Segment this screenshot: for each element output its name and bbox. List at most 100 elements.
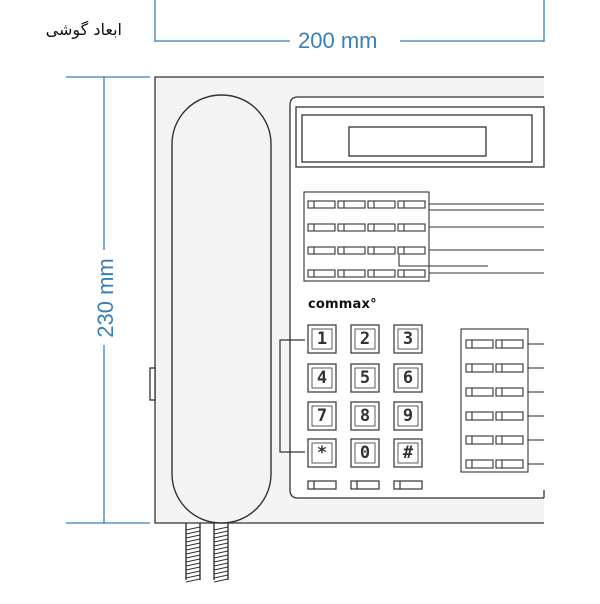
keypad-key[interactable] xyxy=(350,401,380,431)
coil-loop xyxy=(213,558,229,563)
memory-button[interactable] xyxy=(337,200,366,209)
memory-button[interactable] xyxy=(307,200,336,209)
side-button[interactable] xyxy=(465,411,494,421)
keypad-key[interactable] xyxy=(307,438,337,468)
coil-loop xyxy=(185,530,201,535)
coil-loop xyxy=(185,558,201,563)
keypad-key-label: 5 xyxy=(359,368,371,388)
side-button-panel xyxy=(460,328,544,473)
memory-button[interactable] xyxy=(367,223,396,232)
memory-button[interactable] xyxy=(307,223,336,232)
function-button[interactable] xyxy=(350,480,380,490)
coil-loop xyxy=(185,570,201,575)
side-button[interactable] xyxy=(465,459,494,469)
side-button[interactable] xyxy=(495,459,524,469)
coil-loop xyxy=(213,538,229,543)
keypad-key-label: 3 xyxy=(402,329,414,349)
memory-button[interactable] xyxy=(397,269,426,278)
page-title: ابعاد گوشی xyxy=(45,20,122,39)
coil-loop xyxy=(185,538,201,543)
keypad-key[interactable] xyxy=(393,438,423,468)
side-button[interactable] xyxy=(495,411,524,421)
coil-loop xyxy=(185,578,201,583)
display-screen xyxy=(348,126,487,157)
coil-loop xyxy=(185,566,201,571)
keypad-key-label: * xyxy=(316,443,328,463)
keypad-key[interactable] xyxy=(350,363,380,393)
keypad-key[interactable] xyxy=(393,324,423,354)
coil-loop xyxy=(185,534,201,539)
coil-loop xyxy=(185,550,201,555)
memory-button[interactable] xyxy=(397,223,426,232)
coil-loop xyxy=(213,570,229,575)
keypad-key[interactable] xyxy=(307,401,337,431)
side-button[interactable] xyxy=(465,387,494,397)
coil-loop xyxy=(213,574,229,579)
memory-button-panel xyxy=(303,191,544,282)
height-dimension-label: 230 mm xyxy=(93,258,118,338)
function-button[interactable] xyxy=(307,480,337,490)
keypad-key-label: 6 xyxy=(402,368,414,388)
coil-cord xyxy=(185,526,229,583)
function-button[interactable] xyxy=(393,480,423,490)
keypad-key-label: 1 xyxy=(316,329,328,349)
keypad-key[interactable] xyxy=(307,324,337,354)
memory-button[interactable] xyxy=(307,269,336,278)
memory-button[interactable] xyxy=(307,246,336,255)
keypad xyxy=(279,324,423,490)
handset xyxy=(171,94,272,580)
keypad-key-label: 2 xyxy=(359,329,371,349)
memory-button[interactable] xyxy=(337,269,366,278)
memory-button[interactable] xyxy=(397,246,426,255)
coil-loop xyxy=(213,526,229,531)
side-panel-frame xyxy=(460,328,529,473)
side-button[interactable] xyxy=(495,435,524,445)
coil-loop xyxy=(213,562,229,567)
keypad-key[interactable] xyxy=(307,363,337,393)
brand-logo: commax° xyxy=(308,297,377,312)
keypad-key-label: 9 xyxy=(402,406,414,426)
coil-loop xyxy=(185,542,201,547)
keypad-key-label: 8 xyxy=(359,406,371,426)
memory-buttons xyxy=(307,200,426,278)
side-button[interactable] xyxy=(465,339,494,349)
side-button[interactable] xyxy=(495,387,524,397)
memory-button[interactable] xyxy=(337,223,366,232)
keypad-key-label: 4 xyxy=(316,368,328,388)
memory-button[interactable] xyxy=(367,246,396,255)
coil-loop xyxy=(213,578,229,583)
memory-button[interactable] xyxy=(397,200,426,209)
side-button[interactable] xyxy=(465,435,494,445)
memory-button[interactable] xyxy=(367,200,396,209)
coil-loop xyxy=(213,534,229,539)
coil-loop xyxy=(213,546,229,551)
coil-loop xyxy=(213,566,229,571)
keypad-key-label: 0 xyxy=(359,443,371,463)
keypad-key-label: # xyxy=(402,443,414,463)
dimension-lines xyxy=(66,0,545,524)
side-button[interactable] xyxy=(495,339,524,349)
function-buttons xyxy=(307,480,423,490)
handset-receiver xyxy=(171,94,272,524)
keypad-bracket xyxy=(279,339,305,453)
coil-loop xyxy=(185,562,201,567)
keypad-key[interactable] xyxy=(350,324,380,354)
memory-button[interactable] xyxy=(367,269,396,278)
coil-loop xyxy=(185,546,201,551)
keypad-key[interactable] xyxy=(393,401,423,431)
keypad-key[interactable] xyxy=(350,438,380,468)
coil-loop xyxy=(213,554,229,559)
keypad-key-label: 7 xyxy=(316,406,328,426)
keypad-key[interactable] xyxy=(393,363,423,393)
coil-loop xyxy=(185,554,201,559)
side-buttons xyxy=(465,339,524,469)
side-button[interactable] xyxy=(465,363,494,373)
width-dimension-label: 200 mm xyxy=(298,28,378,53)
coil-loop xyxy=(213,550,229,555)
side-jack xyxy=(149,367,156,401)
memory-button[interactable] xyxy=(337,246,366,255)
coil-loop xyxy=(185,574,201,579)
side-button[interactable] xyxy=(495,363,524,373)
